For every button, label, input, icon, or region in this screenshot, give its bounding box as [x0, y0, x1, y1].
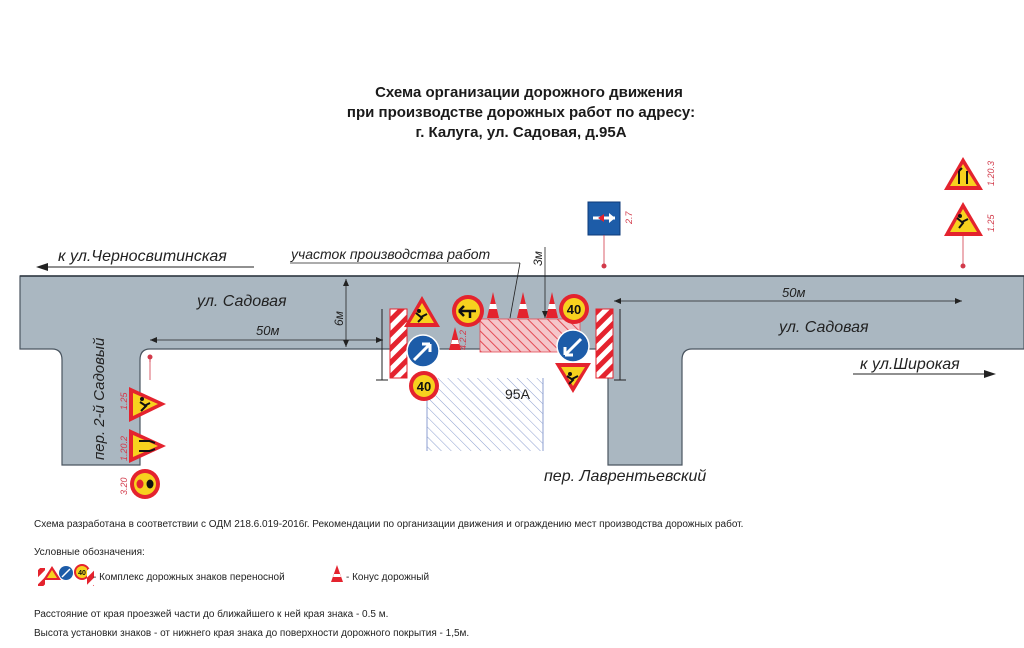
arrow-down-left-icon — [563, 337, 583, 357]
label-to-shirokaya: к ул.Широкая — [860, 356, 960, 373]
sign-priority-oncoming: 2.7 — [587, 201, 634, 269]
road-network — [19, 275, 1024, 466]
dimension-50m-left: 50м — [150, 323, 383, 343]
east-direction: к ул.Широкая — [853, 356, 996, 378]
code-1-20-2: 1.20.2 — [119, 436, 129, 461]
title-line-2: при производстве дорожных работ по адрес… — [347, 104, 695, 121]
code-1-20-3: 1.20.3 — [986, 161, 996, 186]
legend-cone-label: - Конус дорожный — [346, 572, 429, 583]
arrow-right-icon — [984, 370, 996, 378]
sign-keep-right-2 — [556, 329, 590, 363]
sign-road-works-left: 1.25 — [119, 387, 166, 422]
title-line-3: г. Калуга, ул. Садовая, д.95А — [415, 124, 626, 141]
code-4-2-2: 4.2.2 — [458, 330, 468, 350]
note-source: Схема разработана в соответствии с ОДМ 2… — [34, 518, 743, 530]
building-number: 95А — [505, 386, 531, 402]
legend-complex-label: - Комплекс дорожных знаков переносной — [93, 572, 285, 583]
sign-narrowing-right: 1.20.3 — [944, 157, 996, 190]
dimension-3m: 3м — [531, 247, 548, 318]
cone-icon — [546, 292, 558, 318]
street-sadovaya-left: ул. Садовая — [196, 293, 287, 310]
code-2-7: 2.7 — [624, 210, 634, 225]
left-sign-post — [147, 354, 153, 380]
street-2nd-sadovy: пер. 2-й Садовый — [91, 337, 108, 460]
dimension-50m-right: 50м — [614, 285, 962, 304]
arrow-left-sign-icon — [458, 305, 476, 318]
barrier-left-board — [389, 308, 408, 379]
arrow-right-icon — [598, 214, 604, 222]
barrier-right — [595, 308, 626, 381]
arrow-down-left-icon — [412, 342, 432, 362]
west-direction: к ул.Черносвитинская — [36, 248, 254, 271]
legend-title: Условные обозначения: — [34, 546, 145, 558]
sign-no-overtaking: 3.20 — [119, 469, 160, 499]
street-sadovaya-right: ул. Садовая — [778, 319, 869, 336]
cone-icon — [517, 292, 529, 318]
legend-speed: 40 — [78, 570, 86, 577]
street-lavrentyevsky: пер. Лаврентьевский — [544, 468, 706, 485]
label-to-chernosvitinskaya: к ул.Черносвитинская — [58, 248, 227, 265]
building-95a — [427, 378, 543, 451]
traffic-cones — [449, 292, 558, 350]
cone-icon — [487, 292, 499, 318]
label-50m-left: 50м — [256, 323, 279, 338]
label-work-zone: участок производства работ — [290, 246, 490, 262]
sign-speed-40-left: 40 — [409, 371, 439, 401]
note-height: Высота установки знаков - от нижнего кра… — [34, 628, 469, 639]
barrier-right-board — [595, 308, 614, 379]
sign-keep-left-mid: 4.2.2 — [452, 295, 484, 350]
label-50m-right: 50м — [782, 285, 805, 300]
barrier-left — [376, 308, 408, 381]
arrow-left-icon — [36, 263, 48, 271]
label-3m: 3м — [531, 251, 545, 266]
code-3-20: 3.20 — [119, 477, 129, 495]
sign-road-works-right: 1.25 — [944, 202, 996, 236]
sign-keep-right — [406, 334, 440, 368]
sign-speed-40-right: 40 — [559, 294, 589, 324]
note-distance: Расстояние от края проезжей части до бли… — [34, 608, 388, 620]
label-6m: 6м — [332, 311, 346, 326]
sign-road-works-mid-left — [404, 296, 440, 327]
sign-narrowing-left: 1.20.2 — [119, 429, 166, 463]
road-surface — [19, 275, 1024, 466]
speed-limit-left: 40 — [417, 379, 431, 394]
legend-sign-complex: 40 — [38, 564, 94, 586]
legend-cone-icon — [331, 565, 343, 582]
code-1-25-right: 1.25 — [986, 213, 996, 232]
work-zone-callout: участок производства работ — [290, 246, 521, 319]
sign-road-works-mid-right — [555, 363, 591, 393]
right-sign-post — [960, 236, 966, 269]
title-line-1: Схема организации дорожного движения — [375, 84, 683, 101]
code-1-25-left: 1.25 — [119, 391, 129, 410]
speed-limit-right: 40 — [567, 302, 581, 317]
cone-icon — [449, 327, 461, 350]
